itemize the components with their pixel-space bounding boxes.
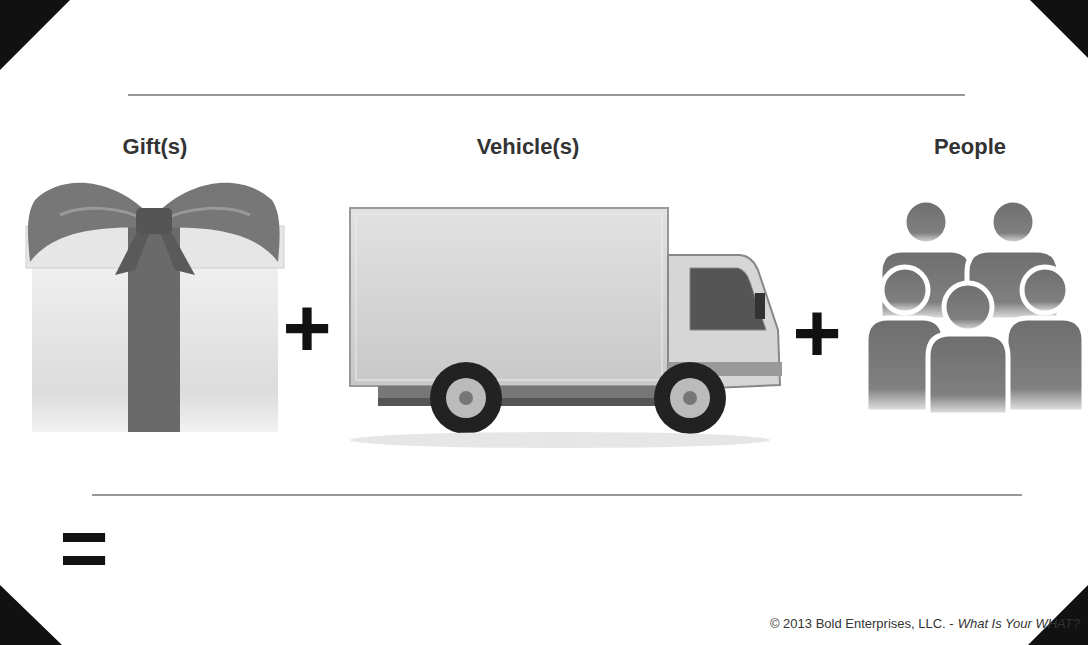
copyright-text: © 2013 Bold Enterprises, LLC. - <box>770 616 954 631</box>
corner <box>0 0 70 70</box>
corner <box>0 585 62 645</box>
corner <box>1030 0 1088 58</box>
column-heading: People <box>934 134 1006 160</box>
column-heading: Vehicle(s) <box>477 134 580 160</box>
plus-sign: + <box>282 286 331 370</box>
copyright-text: What Is Your WHAT? <box>958 616 1080 631</box>
corner <box>1028 585 1088 645</box>
plus-sign: + <box>792 291 841 375</box>
copyright-note: © 2013 Bold Enterprises, LLC. - What Is Y… <box>770 616 1080 631</box>
rule <box>128 94 965 96</box>
people-icon <box>866 200 1084 415</box>
equals-sign: = <box>59 506 108 590</box>
gift-icon <box>26 183 284 432</box>
rule <box>92 494 1022 496</box>
column-heading: Gift(s) <box>123 134 188 160</box>
truck-icon <box>350 208 782 448</box>
